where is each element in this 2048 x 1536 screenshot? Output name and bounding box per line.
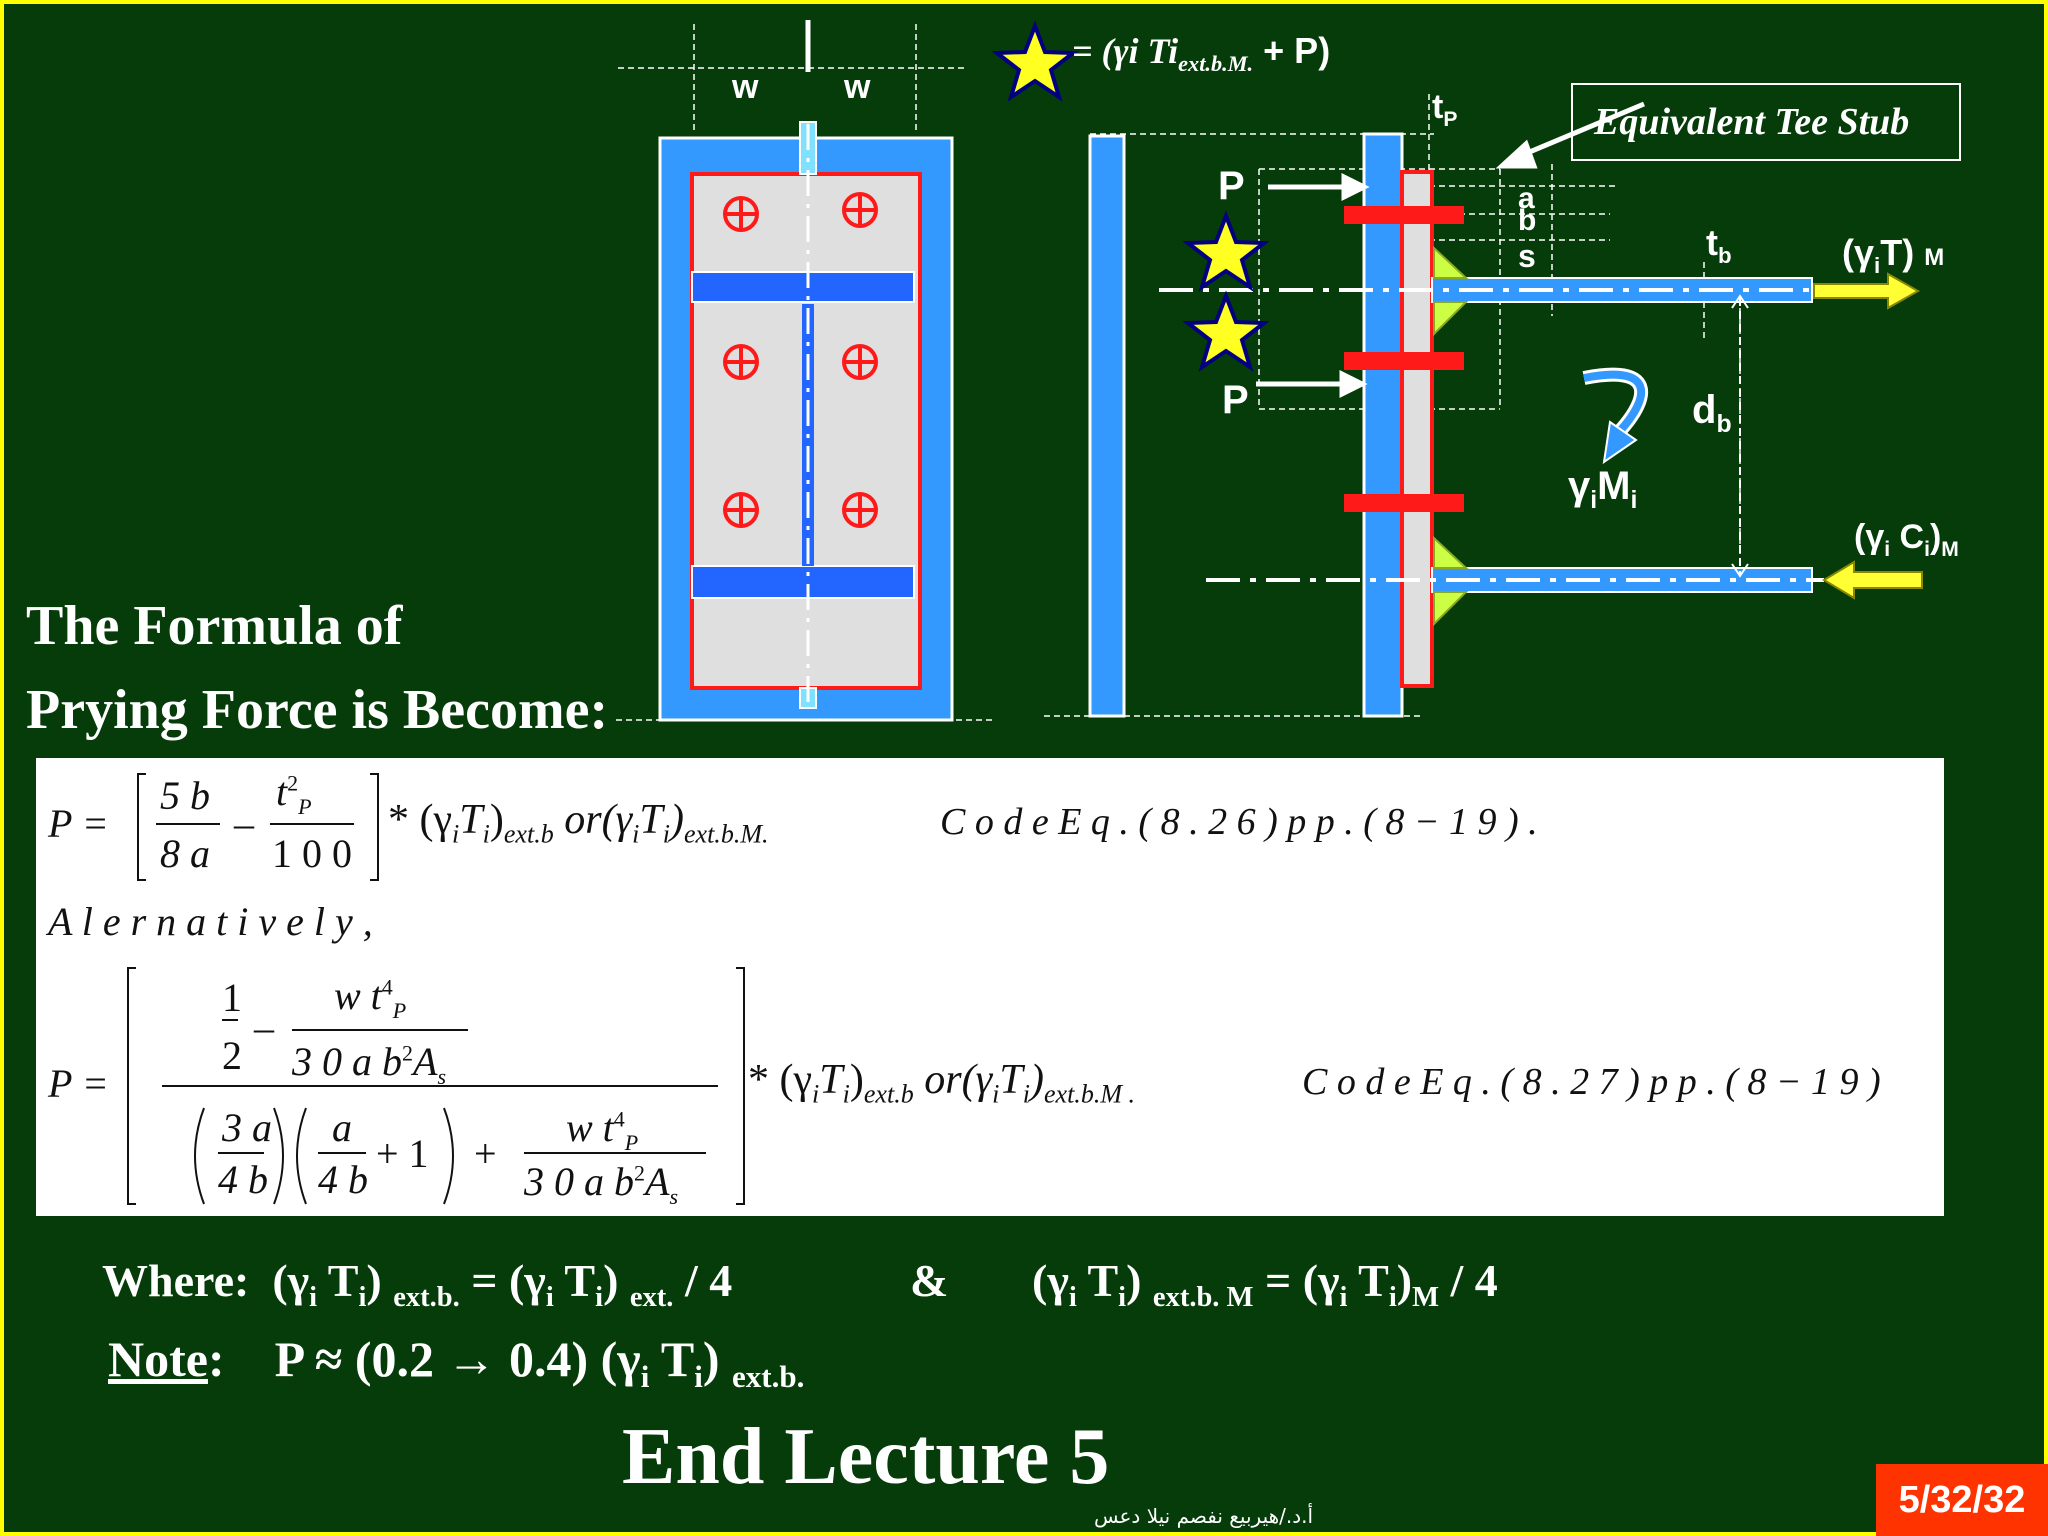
eq2-plus-one: + 1 — [376, 1131, 429, 1176]
eq1-minus: – — [234, 801, 254, 846]
eq2-bracket2-den: 4 b — [318, 1157, 368, 1202]
eq2-bracket1-den: 4 b — [218, 1157, 268, 1202]
eq1-num1: 5 b — [160, 773, 210, 818]
legend-equation: = (γi Tiext.b.M. + P) — [1072, 30, 1331, 77]
eq2-frac2-den: 3 0 a b2As — [524, 1159, 678, 1209]
heading-line-1: The Formula of — [26, 595, 403, 657]
tp-label: tP — [1432, 88, 1458, 131]
slide-heading: The Formula of Prying Force is Become: — [26, 584, 608, 752]
b-label: b — [1518, 204, 1537, 237]
eq2-plus: + — [474, 1131, 497, 1176]
eq1-tail: * (γiTi)ext.b or(γiTi)ext.b.M. — [388, 797, 769, 849]
eq2-tail: * (γiTi)ext.b or(γiTi)ext.b.M . — [748, 1057, 1136, 1109]
db-label: db — [1692, 388, 1732, 438]
eq2-lhs: P = — [48, 1061, 109, 1106]
eq2-frac-den: 3 0 a b2As — [292, 1039, 446, 1089]
where-line: Where: (γi Ti) ext.b. = (γi Ti) ext. / 4 — [102, 1255, 733, 1314]
eq1-num2: t2P — [276, 769, 312, 819]
formula-brackets — [127, 773, 745, 1205]
eq2-half-den: 2 — [222, 1033, 242, 1078]
eq2-bracket1-num: 3 a — [222, 1105, 272, 1150]
a-label: a — [1518, 182, 1535, 215]
eq1-code-ref: C o d e E q . ( 8 . 2 6 ) p p . ( 8 − 1 … — [940, 801, 1538, 843]
tb-label: tb — [1706, 222, 1732, 269]
formula-box: P = 5 b 8 a – t2P 1 0 0 * (γiTi)ext.b or… — [36, 758, 1944, 1216]
eq1-den1: 8 a — [160, 831, 210, 876]
alternatively-label: A l e r n a t i v e l y , — [48, 899, 373, 944]
eq2-bracket2-num: a — [332, 1105, 352, 1150]
p-bottom-label: P — [1222, 378, 1249, 422]
heading-line-2: Prying Force is Become: — [26, 679, 609, 741]
s-label: s — [1518, 238, 1536, 274]
eq2-half-num: 1 — [222, 975, 242, 1020]
eq2-frac-num: w t4P — [334, 973, 407, 1023]
eq2-minus: – — [254, 1005, 274, 1050]
equivalent-tee-stub-label: Equivalent Tee Stub — [1594, 101, 1910, 143]
eq1-den2: 1 0 0 — [272, 831, 352, 876]
where-ampersand: & — [910, 1255, 949, 1306]
eq2-frac2-num: w t4P — [566, 1105, 639, 1155]
gamma-t-m-label: (γiT) M — [1842, 232, 1945, 279]
p-top-label: P — [1218, 164, 1245, 208]
author-credit: أ.د./هيربيع نفصم نيلا دعس — [1094, 1504, 1314, 1528]
page-number-badge: 5/32/32 — [1876, 1464, 2048, 1536]
end-lecture-title: End Lecture 5 — [622, 1413, 1110, 1501]
gamma-m-label: γiMi — [1568, 464, 1638, 514]
w-left-label: w — [732, 68, 759, 106]
w-right-label: w — [844, 68, 871, 106]
where-line-2: (γi Ti) ext.b. M = (γi Ti)M / 4 — [1032, 1255, 1498, 1314]
note-line: Note: P ≈ (0.2 → 0.4) (γi Ti) ext.b. — [108, 1331, 805, 1394]
eq1-lhs: P = — [48, 801, 109, 846]
gamma-c-m-label: (γi Ci)M — [1854, 518, 1959, 561]
connection-diagram — [616, 20, 1961, 722]
eq2-code-ref: C o d e E q . ( 8 . 2 7 ) p p . ( 8 − 1 … — [1302, 1061, 1881, 1103]
